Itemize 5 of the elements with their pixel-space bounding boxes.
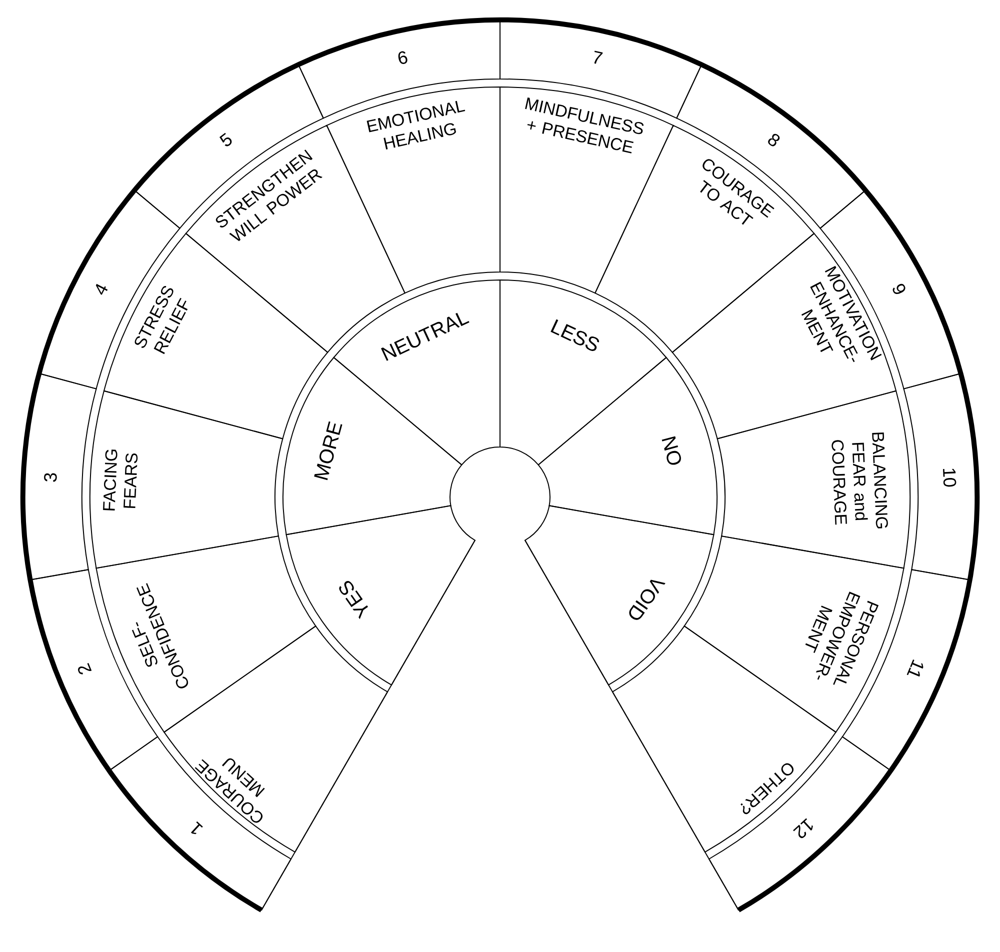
number-cell: 3 (22, 373, 97, 580)
sector: BALANCING FEAR and COURAGE (716, 390, 910, 569)
sector: FACING FEARS (90, 390, 284, 569)
number-cell: 10 (903, 373, 978, 580)
inner-sector: NO (538, 357, 718, 536)
